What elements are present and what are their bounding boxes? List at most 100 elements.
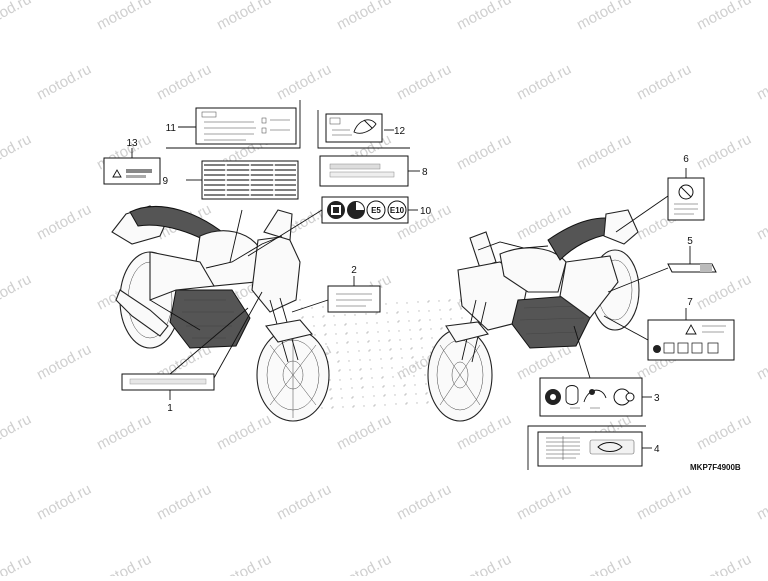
watermark-text: motod.ru	[694, 271, 754, 314]
shadow-dot	[399, 339, 401, 341]
watermark-text: motod.ru	[154, 481, 214, 524]
motorcycle-right	[427, 209, 640, 422]
watermark-text: motod.ru	[694, 551, 754, 576]
shadow-dot	[344, 324, 346, 326]
shadow-dot	[394, 394, 396, 396]
label-7	[647, 319, 735, 361]
watermark-text: motod.ru	[34, 341, 94, 384]
shadow-dot	[408, 320, 410, 322]
shadow-dot	[363, 405, 365, 407]
shadow-dot	[440, 318, 442, 320]
shadow-dot	[390, 348, 392, 350]
watermark-text: motod.ru	[754, 481, 768, 524]
shadow-dot	[360, 368, 362, 370]
shadow-dot	[373, 405, 375, 407]
shadow-dot	[393, 385, 395, 387]
shadow-dot	[426, 392, 428, 394]
shadow-dot	[409, 329, 411, 331]
shadow-dot	[441, 327, 443, 329]
callout-7: 7	[687, 297, 693, 308]
shadow-dot	[431, 337, 433, 339]
watermark-text: motod.ru	[214, 0, 274, 34]
shadow-dot	[345, 333, 347, 335]
watermark-text: motod.ru	[0, 271, 34, 314]
shadow-dot	[397, 321, 399, 323]
shadow-dot	[459, 299, 461, 301]
shadow-dot	[362, 396, 364, 398]
shadow-dot	[450, 318, 452, 320]
watermark-text: motod.ru	[754, 61, 768, 104]
shadow-dot	[359, 369, 361, 371]
shadow-dot	[427, 301, 429, 303]
watermark-text: motod.ru	[34, 201, 94, 244]
shadow-dot	[385, 303, 387, 305]
shadow-dot	[330, 398, 332, 400]
shadow-dot	[418, 310, 420, 312]
shadow-dot	[403, 385, 405, 387]
shadow-dot	[381, 377, 383, 379]
shadow-dot	[339, 369, 341, 371]
shadow-dot	[302, 316, 304, 318]
shadow-dot	[401, 357, 403, 359]
label-6	[667, 177, 705, 221]
watermark-text: motod.ru	[394, 481, 454, 524]
shadow-dot	[375, 313, 377, 315]
callout-9: 9	[162, 176, 168, 187]
watermark-text: motod.ru	[0, 0, 34, 34]
shadow-dot	[347, 351, 349, 353]
callout-12: 12	[394, 126, 406, 137]
watermark-text: motod.ru	[214, 551, 274, 576]
shadow-dot	[378, 340, 380, 342]
shadow-dot	[339, 379, 341, 381]
watermark-text: motod.ru	[694, 0, 754, 34]
label-9	[201, 160, 299, 200]
shadow-dot	[372, 386, 374, 388]
shadow-dot	[450, 308, 452, 310]
motorcycle-left	[111, 205, 330, 422]
shadow-dot	[389, 349, 391, 351]
watermark-text: motod.ru	[514, 481, 574, 524]
shadow-dot	[361, 377, 363, 379]
shadow-dot	[325, 333, 327, 335]
shadow-dot	[439, 309, 441, 311]
shadow-dot	[413, 365, 415, 367]
watermark-text: motod.ru	[334, 0, 394, 34]
shadow-dot	[352, 406, 354, 408]
watermark-text: motod.ru	[94, 551, 154, 576]
shadow-dot	[362, 386, 364, 388]
callout-1: 1	[167, 403, 173, 414]
shadow-dot	[321, 407, 323, 409]
label-10-e10-text: E10	[390, 206, 405, 215]
label-8	[319, 155, 409, 187]
shadow-dot	[312, 316, 314, 318]
shadow-dot	[374, 404, 376, 406]
shadow-dot	[338, 370, 340, 372]
shadow-dot	[331, 397, 333, 399]
shadow-dot	[428, 300, 430, 302]
shadow-dot	[407, 311, 409, 313]
shadow-dot	[388, 340, 390, 342]
shadow-dot	[383, 395, 385, 397]
shadow-dot	[429, 319, 431, 321]
shadow-dot	[398, 330, 400, 332]
shadow-dot	[331, 407, 333, 409]
shadow-dot	[389, 339, 391, 341]
shadow-dot	[373, 395, 375, 397]
watermark-text: motod.ru	[94, 0, 154, 34]
watermark-text: motod.ru	[454, 131, 514, 174]
shadow-dot	[367, 331, 369, 333]
shadow-dot	[422, 356, 424, 358]
shadow-dot	[461, 317, 463, 319]
watermark-text: motod.ru	[334, 411, 394, 454]
shadow-dot	[353, 405, 355, 407]
shadow-dot	[380, 358, 382, 360]
shadow-dot	[405, 403, 407, 405]
shadow-dot	[314, 334, 316, 336]
leader-lines	[131, 126, 691, 449]
shadow-dot	[440, 328, 442, 330]
label-10: E5 E10	[321, 196, 409, 224]
shadow-dot	[369, 349, 371, 351]
callout-8: 8	[422, 167, 428, 178]
label-4	[527, 425, 646, 470]
